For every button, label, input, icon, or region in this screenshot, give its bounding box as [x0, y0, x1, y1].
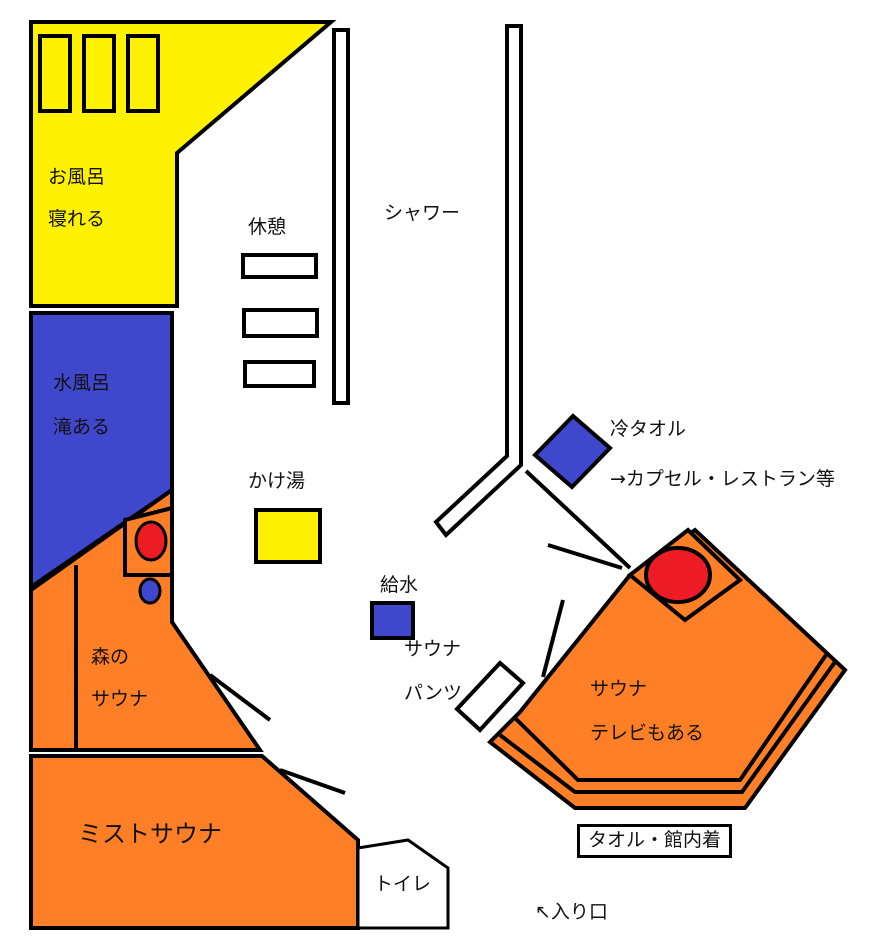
mist-door	[279, 768, 346, 795]
bath-pillow-1	[38, 34, 72, 113]
forest-stove	[134, 520, 168, 562]
toilet-room	[356, 838, 450, 930]
bath-label-2: 寝れる	[48, 208, 106, 230]
water-label: 給水	[380, 574, 419, 596]
kakeyu-basin	[254, 508, 322, 564]
tv-sauna-door-2	[541, 599, 565, 678]
sauna-pants-label-2: パンツ	[404, 682, 462, 704]
cold-towel-box	[532, 413, 613, 490]
tv-sauna-wall	[524, 469, 632, 570]
sauna-pants-shelf	[454, 660, 526, 733]
mist-sauna-label: ミストサウナ	[78, 820, 222, 848]
rest-bench-1	[241, 253, 318, 279]
entrance-label: ↖入り口	[535, 901, 608, 923]
cold-bath-label-2: 滝ある	[53, 416, 111, 438]
bath-label-1: お風呂	[48, 166, 106, 188]
towel-wear-counter: タオル・館内着	[577, 824, 733, 858]
sauna-pants-label-1: サウナ	[404, 638, 462, 660]
toilet-label: トイレ	[374, 873, 432, 895]
cold-towel-label: 冷タオル	[610, 418, 687, 440]
rest-bench-3	[243, 360, 316, 388]
cold-bath-label-1: 水風呂	[53, 372, 111, 394]
forest-sauna-area	[29, 486, 264, 752]
forest-door	[208, 673, 272, 722]
capsule-direction-label: →カプセル・レストラン等	[610, 468, 835, 490]
water-dispenser	[370, 601, 415, 640]
tv-sauna-door-1	[547, 543, 623, 570]
forest-sauna-label-1: 森の	[91, 646, 130, 668]
tv-sauna-label-1: サウナ	[590, 678, 648, 700]
bath-pillow-3	[126, 34, 160, 113]
tv-sauna-step-1	[513, 653, 828, 782]
shower-wall-right	[433, 24, 523, 538]
forest-small-stove	[138, 577, 162, 605]
kakeyu-label: かけ湯	[248, 470, 306, 492]
shower-wall-left	[332, 28, 350, 405]
bath-pillow-2	[82, 34, 116, 113]
tv-sauna-label-2: テレビもある	[590, 722, 705, 744]
rest-label: 休憩	[248, 216, 287, 238]
forest-sauna-label-2: サウナ	[91, 688, 149, 710]
rest-bench-2	[242, 308, 319, 338]
tv-sauna-step-2	[498, 660, 837, 794]
shower-label: シャワー	[384, 202, 461, 224]
tv-stove	[644, 546, 712, 604]
